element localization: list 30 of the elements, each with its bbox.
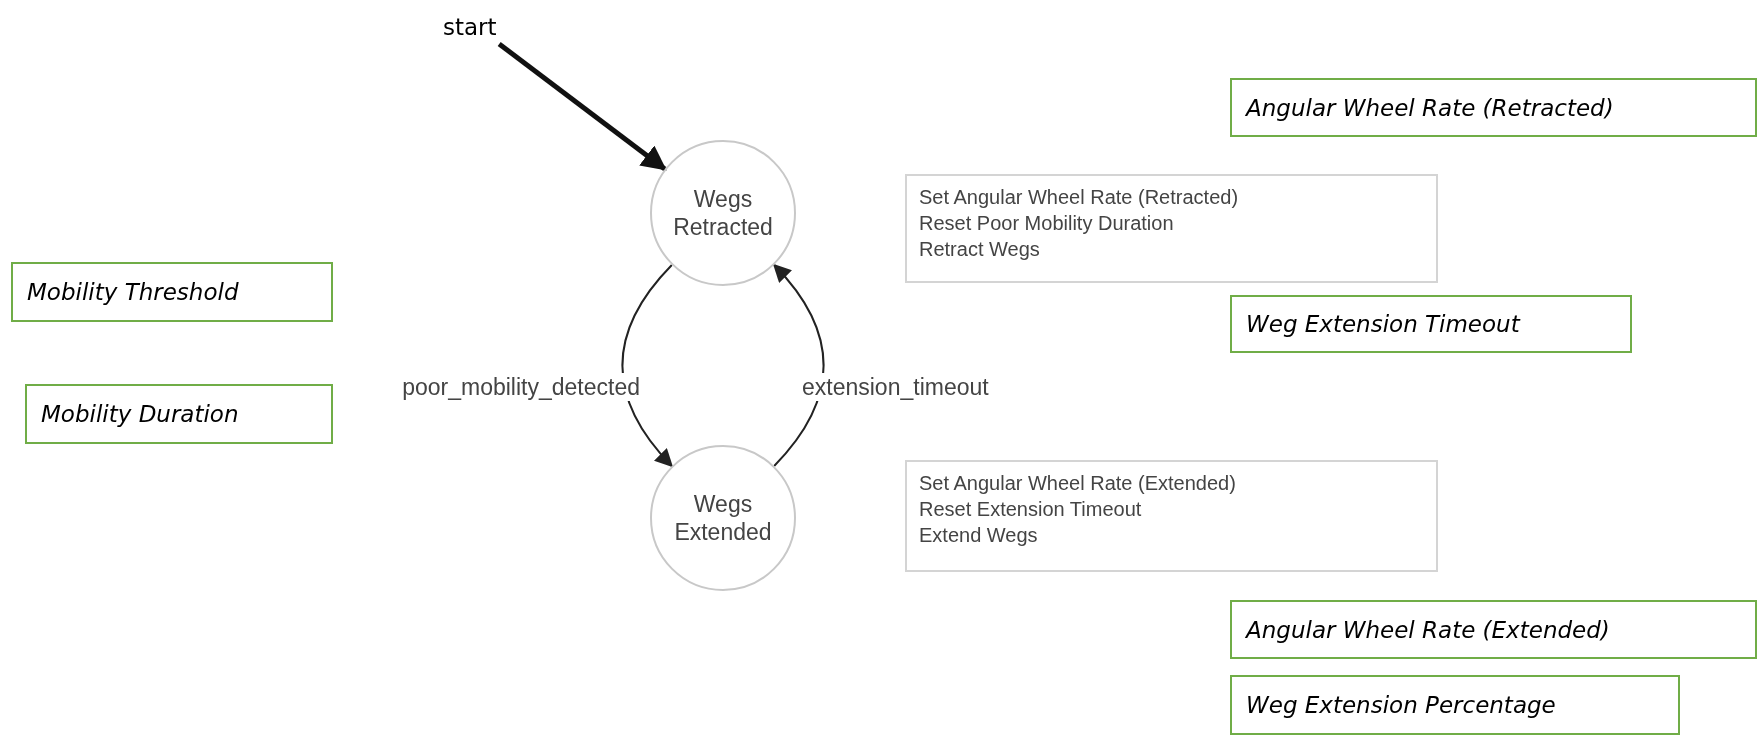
parameter-box [1230,600,1757,659]
parameter-box [25,384,333,444]
state-name: Wegs Retracted [672,185,774,241]
action-text: Reset Extension Timeout [919,497,1143,522]
parameter-box [1230,78,1757,137]
parameter-name: Angular Wheel Rate (Extended) [1246,616,1610,643]
action-text: Reset Poor Mobility Duration [919,211,1175,236]
action-text: Retract Wegs [919,237,1041,262]
edge-label: poor_mobility_detected [400,373,642,401]
parameter-box [1230,295,1632,353]
action-text: Set Angular Wheel Rate (Extended) [919,471,1237,496]
parameter-name: Angular Wheel Rate (Retracted) [1246,94,1614,121]
parameter-name: Mobility Duration [41,401,239,427]
transition-arrow [773,263,825,467]
state-circle [650,140,796,286]
edge-label: extension_timeout [800,373,991,401]
action-list-box [905,174,1438,283]
transition-arrow [621,264,673,468]
action-list-box [905,460,1438,572]
action-text: Set Angular Wheel Rate (Retracted) [919,185,1240,210]
action-text: Extend Wegs [919,523,1039,548]
state-name: Wegs Extended [673,490,773,546]
parameter-name: Weg Extension Percentage [1246,692,1556,718]
start-label: start [443,12,513,44]
state-circle [650,445,796,591]
parameter-name: Mobility Threshold [27,279,239,305]
parameter-box [11,262,333,322]
parameter-name: Weg Extension Timeout [1246,311,1520,337]
parameter-box [1230,675,1680,735]
transition-arrow [497,42,667,171]
